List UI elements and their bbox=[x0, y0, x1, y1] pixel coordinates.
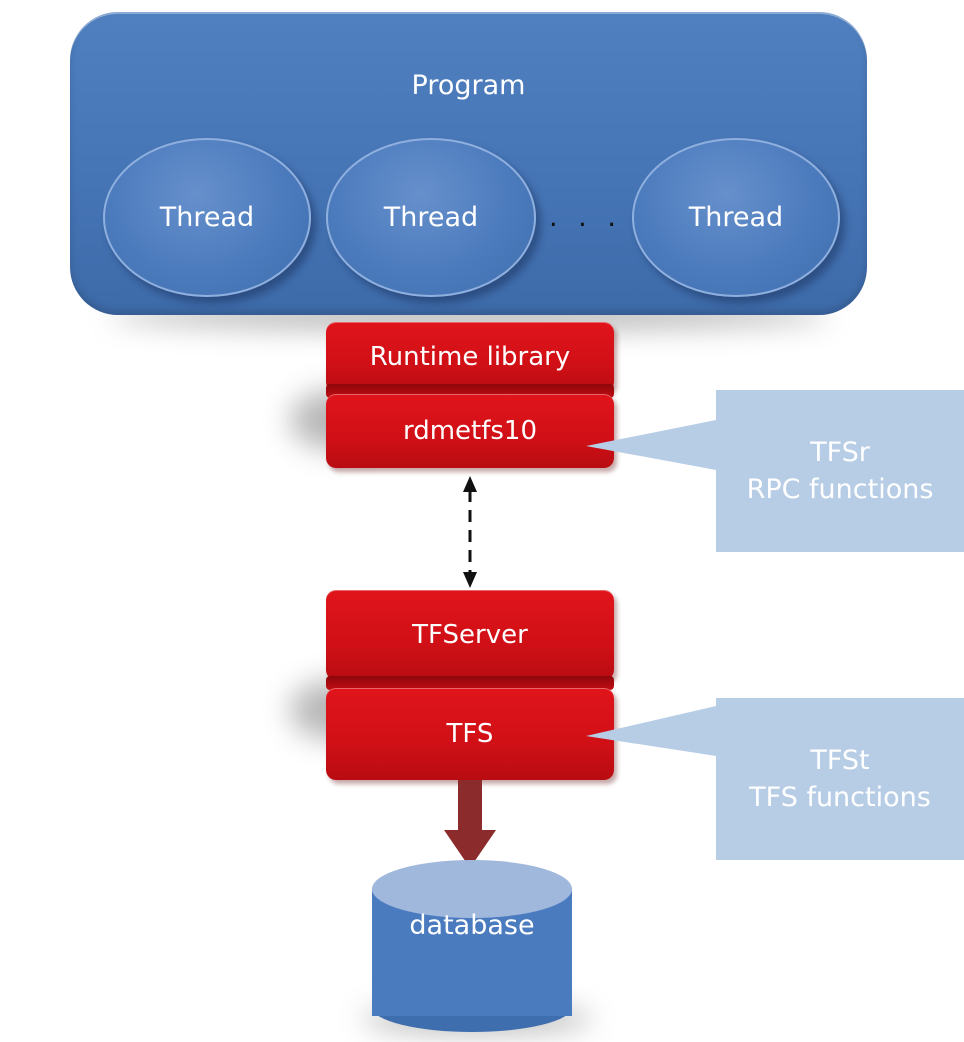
tfs-callout-subtitle: TFS functions bbox=[749, 782, 931, 813]
tfs-callout-pointer bbox=[586, 706, 716, 756]
rpc-link-arrowhead-up bbox=[463, 476, 477, 492]
tfserver-box: TFServer bbox=[326, 590, 614, 680]
thread-node-1: Thread bbox=[103, 138, 311, 297]
runtime-library-box: Runtime library bbox=[326, 322, 614, 392]
tfs-db-arrow-head bbox=[444, 830, 496, 868]
tfs-db-arrow-shaft bbox=[458, 780, 482, 832]
tfs-box: TFS bbox=[326, 688, 614, 780]
database-label: database bbox=[409, 910, 535, 941]
tfs-callout: TFSt TFS functions bbox=[716, 698, 964, 860]
rpc-callout: TFSr RPC functions bbox=[716, 390, 964, 552]
thread-node-3: Thread bbox=[632, 138, 840, 297]
thread-node-2: Thread bbox=[326, 138, 536, 297]
thread-ellipsis: . . . bbox=[549, 202, 622, 233]
server-stack-divider bbox=[326, 676, 614, 690]
database-cylinder-top bbox=[372, 860, 572, 918]
rpc-callout-title: TFSr bbox=[810, 436, 870, 468]
rpc-callout-pointer bbox=[586, 420, 716, 470]
rdmetfs10-box: rdmetfs10 bbox=[326, 394, 614, 468]
program-title: Program bbox=[411, 70, 526, 101]
rpc-link-arrowhead-down bbox=[463, 572, 477, 588]
tfs-callout-title: TFSt bbox=[810, 744, 870, 776]
rpc-callout-subtitle: RPC functions bbox=[746, 474, 934, 505]
